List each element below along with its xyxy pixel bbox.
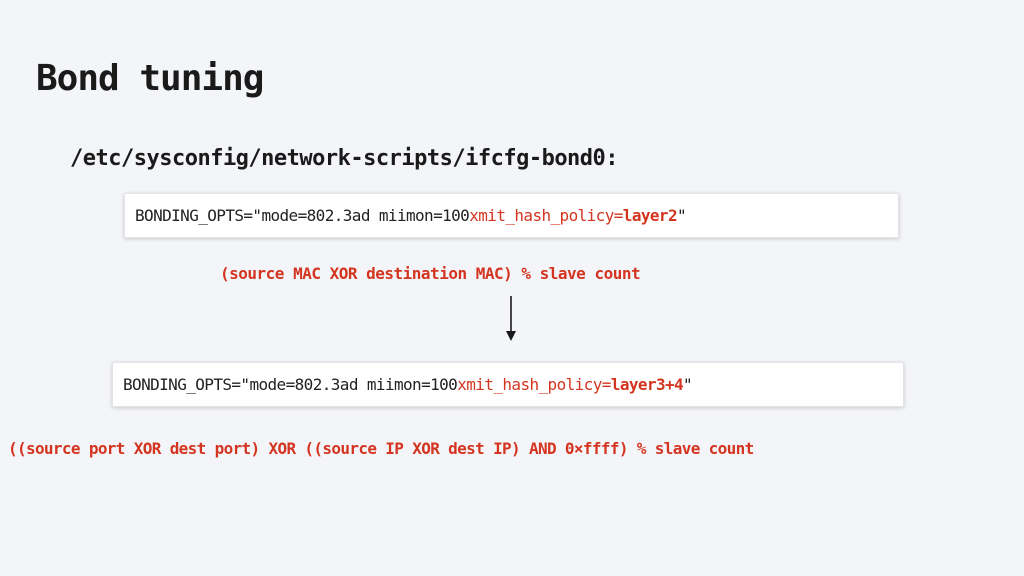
config-file-path: /etc/sysconfig/network-scripts/ifcfg-bon… [70,146,619,171]
layer2-hash-formula: (source MAC XOR destination MAC) % slave… [220,264,641,283]
config-suffix: " [676,206,687,225]
config-line-layer2: BONDING_OPTS="mode=802.3ad miimon=100 xm… [124,193,899,238]
config-prefix: BONDING_OPTS="mode=802.3ad miimon=100 [123,375,458,394]
config-line-layer3-4: BONDING_OPTS="mode=802.3ad miimon=100 xm… [112,362,904,407]
config-key: xmit_hash_policy= [469,206,623,225]
config-key: xmit_hash_policy= [457,375,611,394]
slide-title: Bond tuning [36,58,264,99]
down-arrow-icon [506,296,516,341]
config-value: layer2 [622,206,678,225]
config-suffix: " [683,375,693,394]
config-prefix: BONDING_OPTS="mode=802.3ad miimon=100 [135,206,470,225]
config-value: layer3+4 [610,375,684,394]
layer3-4-hash-formula: ((source port XOR dest port) XOR ((sourc… [8,439,754,458]
